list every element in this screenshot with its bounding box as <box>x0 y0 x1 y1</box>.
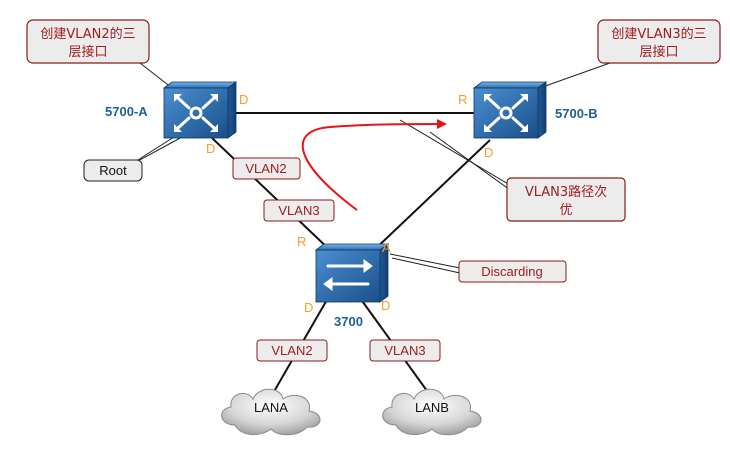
callout-vlan3-path-line1: VLAN3路径次 <box>525 184 607 200</box>
port-b-bottom: D <box>484 145 493 160</box>
port-a-bottom: D <box>206 141 215 156</box>
leader-vlan3-path-2 <box>429 131 511 191</box>
port-c-bottom-left: D <box>304 300 313 315</box>
callout-vlan2-l3-line2: 层接口 <box>68 44 107 60</box>
callout-vlan2-l3-line1: 创建VLAN2的三 <box>40 26 135 42</box>
device-label-5700-a: 5700-A <box>105 104 148 119</box>
tag-vlan2-upper-label: VLAN2 <box>245 161 286 176</box>
switch-5700-a-icon[interactable] <box>162 81 238 139</box>
leader-vlan2-l3 <box>139 62 173 89</box>
tag-vlan3-lower-label: VLAN3 <box>384 343 425 358</box>
tag-discarding-label: Discarding <box>481 264 542 279</box>
callout-vlan2-l3: 创建VLAN2的三 层接口 <box>26 19 150 64</box>
switch-3700-icon[interactable] <box>314 243 390 303</box>
cloud-lana-icon <box>221 388 321 436</box>
callout-vlan3-l3: 创建VLAN3的三 层接口 <box>597 19 721 64</box>
tag-discarding: Discarding <box>458 260 567 283</box>
port-c-left: R <box>297 234 306 249</box>
tag-vlan3-upper-label: VLAN3 <box>278 203 319 218</box>
link-a-c <box>211 137 333 253</box>
cloud-lanb-label: LANB <box>415 400 449 415</box>
leader-discarding-2 <box>391 257 461 274</box>
port-c-bottom-right: D <box>381 298 390 313</box>
vlan3-path-arrow <box>301 119 447 211</box>
tag-vlan3-lower: VLAN3 <box>369 339 441 362</box>
switch-5700-b-icon[interactable] <box>472 81 548 139</box>
port-a-right: D <box>239 92 248 107</box>
tag-root: Root <box>83 159 143 182</box>
tag-vlan2-upper: VLAN2 <box>232 157 301 180</box>
port-c-right: A <box>382 240 391 255</box>
leader-vlan3-path-1 <box>399 119 511 186</box>
tag-vlan2-lower: VLAN2 <box>256 339 328 362</box>
cloud-lana-label: LANA <box>254 400 288 415</box>
tag-root-label: Root <box>99 163 127 178</box>
callout-vlan3-l3-line2: 层接口 <box>639 44 678 60</box>
callout-vlan3-path: VLAN3路径次 优 <box>506 177 626 222</box>
callout-vlan3-path-line2: 优 <box>559 203 572 218</box>
link-b-c <box>371 139 491 253</box>
device-label-3700: 3700 <box>334 314 363 329</box>
port-b-left: R <box>458 92 467 107</box>
leader-discarding-1 <box>389 253 461 269</box>
device-label-5700-b: 5700-B <box>555 106 598 121</box>
callout-vlan3-l3-line1: 创建VLAN3的三 <box>611 26 706 42</box>
tag-vlan3-upper: VLAN3 <box>263 199 335 222</box>
cloud-lanb-icon <box>382 388 482 436</box>
tag-vlan2-lower-label: VLAN2 <box>271 343 312 358</box>
